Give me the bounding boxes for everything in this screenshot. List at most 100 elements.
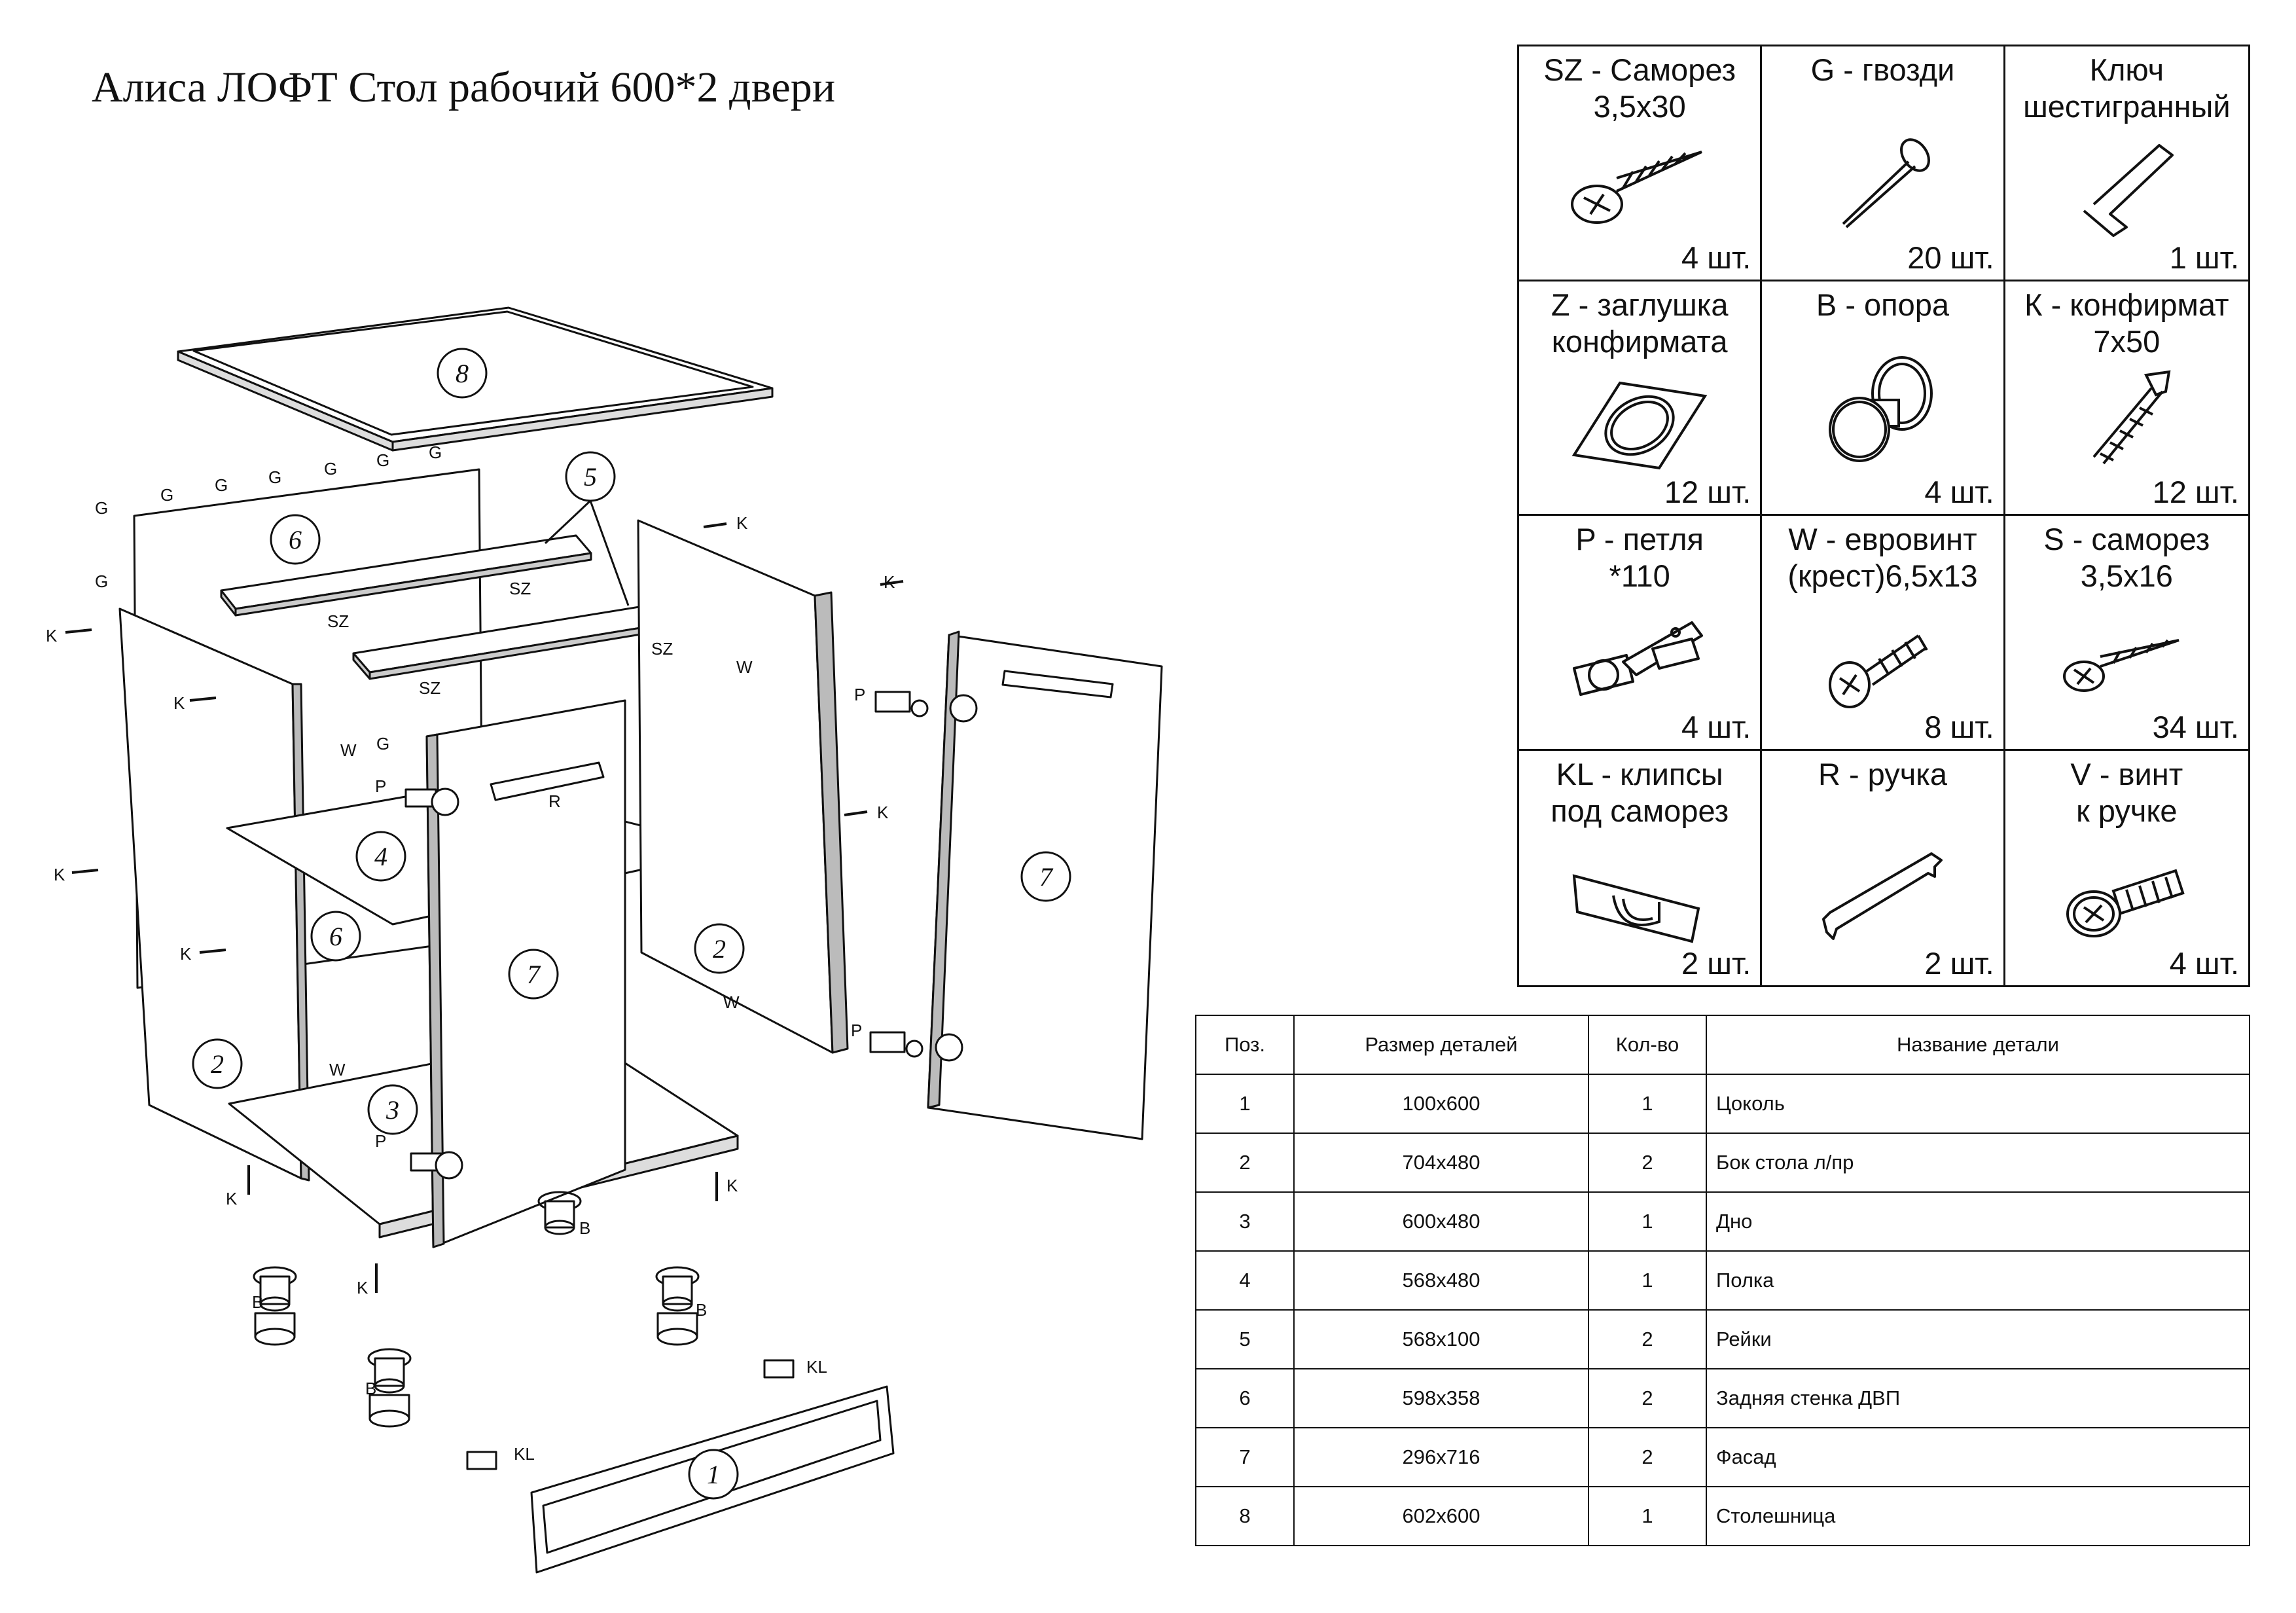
table-cell: 598х358 (1293, 1368, 1589, 1428)
table-cell: 600х480 (1293, 1191, 1589, 1252)
table-cell: 2 (1195, 1133, 1295, 1193)
page-title: Алиса ЛОФТ Стол рабочий 600*2 двери (92, 63, 836, 111)
hardware-name: KL - клипсы под саморез (1551, 756, 1729, 828)
table-cell: 1 (1588, 1191, 1707, 1252)
table-cell: Столешница (1706, 1486, 2250, 1546)
cap-sticker-icon (1571, 381, 1708, 470)
euro-screw-icon (1829, 634, 1929, 708)
label-k: K (226, 1189, 238, 1208)
label-w: W (736, 657, 753, 677)
table-cell: 3 (1195, 1191, 1295, 1252)
table-cell: 6 (1195, 1368, 1295, 1428)
hinge-icon (1573, 621, 1704, 696)
table-cell: 296х716 (1293, 1427, 1589, 1487)
hardware-qty: 4 шт. (1681, 709, 1751, 744)
hinges (404, 691, 978, 1180)
label-g: G (95, 571, 108, 591)
column-header: Кол-во (1588, 1015, 1707, 1075)
callout-1: 1 (707, 1460, 720, 1489)
label-b: B (696, 1300, 707, 1320)
label-g: G (160, 485, 173, 505)
short-screw-icon (2063, 639, 2179, 693)
table-cell: 2 (1588, 1309, 1707, 1369)
label-k: K (180, 944, 192, 964)
label-g: G (215, 475, 228, 495)
table-cell: 1 (1195, 1074, 1295, 1134)
hardware-grid: SZ - Саморез 3,5х30 4 шт. G - гвозди 20 … (1517, 45, 2250, 987)
label-k: K (736, 513, 748, 533)
callout-6-top: 6 (289, 525, 302, 554)
hex-key-icon (2083, 144, 2174, 238)
callout-6-lower: 6 (329, 922, 342, 951)
hardware-qty: 2 шт. (1924, 946, 1994, 981)
callout-8: 8 (456, 359, 469, 388)
label-k: K (46, 626, 58, 645)
table-cell: 7 (1195, 1427, 1295, 1487)
table-cell: 5 (1195, 1309, 1295, 1369)
fastener-labels: G G G G G G G G G K K K K K K K K K K SZ… (46, 443, 895, 1464)
column-header: Размер деталей (1293, 1015, 1589, 1075)
screw-icon (1571, 151, 1702, 225)
handle-icon (1822, 852, 1943, 940)
confirmat-icon (2092, 370, 2171, 465)
hardware-cell: KL - клипсы под саморез 2 шт. (1519, 750, 1763, 985)
nail-icon (1842, 138, 1931, 228)
label-sz: SZ (327, 611, 349, 631)
hardware-name: W - евровинт (крест)6,5х13 (1787, 522, 1978, 593)
callout-7-front: 7 (527, 960, 541, 989)
hardware-name: R - ручка (1818, 756, 1948, 791)
label-w: W (329, 1060, 346, 1079)
label-k: K (54, 865, 65, 884)
hardware-qty: 8 шт. (1924, 709, 1994, 744)
label-sz: SZ (419, 678, 440, 698)
hardware-qty: 2 шт. (1681, 946, 1751, 981)
table-cell: Полка (1706, 1250, 2250, 1311)
hardware-qty: 4 шт. (1924, 475, 1994, 509)
kl-clips (466, 1359, 795, 1470)
hardware-cell: G - гвозди 20 шт. (1762, 46, 2005, 281)
handle (490, 761, 605, 801)
column-header: Название детали (1706, 1015, 2250, 1075)
hardware-cell: P - петля *110 4 шт. (1519, 516, 1763, 751)
support-foot-icon (1829, 355, 1933, 462)
hardware-name: К - конфирмат 7х50 (2024, 287, 2229, 359)
label-p: P (854, 685, 865, 704)
table-cell: 602х600 (1293, 1486, 1589, 1546)
hardware-qty: 4 шт. (2169, 946, 2239, 981)
table-cell: 1 (1588, 1250, 1707, 1311)
hardware-cell: SZ - Саморез 3,5х30 4 шт. (1519, 46, 1763, 281)
label-r: R (548, 791, 561, 811)
hardware-qty: 34 шт. (2152, 709, 2239, 744)
label-g: G (95, 498, 108, 518)
label-kl: KL (806, 1357, 827, 1377)
hardware-qty: 12 шт. (2152, 475, 2239, 509)
table-cell: 568х480 (1293, 1250, 1589, 1311)
table-cell: 4 (1195, 1250, 1295, 1311)
label-sz: SZ (651, 639, 673, 659)
hardware-qty: 12 шт. (1664, 475, 1751, 509)
hardware-cell: B - опора 4 шт. (1762, 281, 2005, 516)
hardware-cell: W - евровинт (крест)6,5х13 8 шт. (1762, 516, 2005, 751)
label-g: G (376, 450, 389, 470)
label-w: W (723, 992, 740, 1012)
callout-numbers: 8 5 6 4 6 7 7 2 2 3 1 (211, 359, 1054, 1489)
table-cell: Бок стола л/пр (1706, 1133, 2250, 1193)
hardware-name: B - опора (1816, 287, 1950, 322)
table-cell: Дно (1706, 1191, 2250, 1252)
hardware-qty: 1 шт. (2169, 240, 2239, 275)
label-g: G (429, 443, 442, 462)
callout-3: 3 (386, 1095, 399, 1125)
table-cell: 2 (1588, 1427, 1707, 1487)
table-cell: 2 (1588, 1368, 1707, 1428)
table-header-row: Поз. Размер деталей Кол-во Название дета… (1195, 1015, 2250, 1075)
hardware-cell: V - винт к ручке 4 шт. (2005, 751, 2248, 986)
label-g: G (324, 459, 337, 479)
label-g: G (268, 467, 281, 487)
hardware-qty: 20 шт. (1907, 240, 1994, 275)
part-left-side (118, 607, 310, 1182)
hardware-cell: R - ручка 2 шт. (1762, 750, 2005, 985)
label-g: G (376, 734, 389, 753)
